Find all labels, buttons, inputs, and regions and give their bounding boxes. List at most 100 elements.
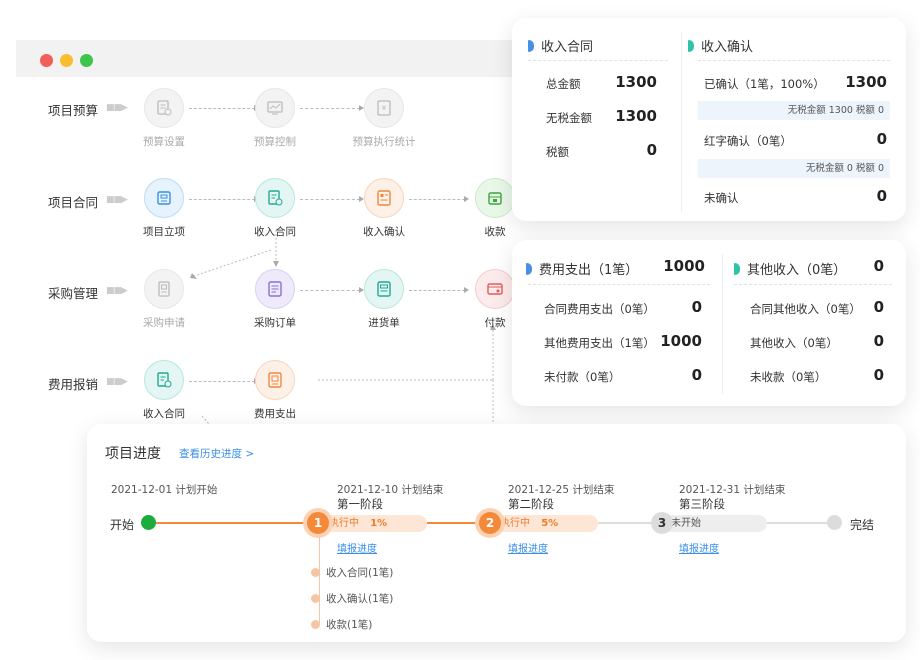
- start-date-label: 2021-12-01 计划开始: [111, 484, 218, 496]
- confirmed-detail: 无税金额 1300 税额 0: [698, 101, 890, 120]
- flow-node-label: 费用支出: [254, 408, 296, 420]
- stage-1-name: 第一阶段: [337, 497, 383, 511]
- flow-node-income-confirm[interactable]: 收入确认: [334, 178, 434, 239]
- start-dot-icon: [141, 515, 156, 530]
- unconfirmed-label: 未确认: [704, 191, 739, 205]
- divider: [698, 60, 890, 61]
- purchase-order-icon: [255, 269, 295, 309]
- income-contract-icon: [255, 178, 295, 218]
- flow-row-label-contract: 项目合同: [48, 195, 99, 210]
- flow-connector: [189, 381, 255, 382]
- arrow-icon: [359, 287, 364, 293]
- flow-node-expense[interactable]: 费用支出: [225, 360, 325, 421]
- payment-icon: [475, 269, 515, 309]
- window-maximize-button[interactable]: [80, 54, 93, 67]
- expense-total-value: 1000: [663, 257, 705, 275]
- flow-connector: [189, 199, 255, 200]
- sub-item-income-contract: 收入合同(1笔): [311, 565, 393, 580]
- arrow-icon: [464, 287, 469, 293]
- flow-node-budget-control[interactable]: 预算控制: [225, 88, 325, 149]
- section-tag-icon: [528, 40, 534, 52]
- stage-2-status: 执行中 5%: [490, 515, 598, 532]
- other-income-label: 其他收入（0笔）: [750, 336, 838, 350]
- flow-node-budget-settings[interactable]: 预算设置: [114, 88, 214, 149]
- row-indicator-icon: ■■▶: [106, 286, 128, 296]
- stage-1-status-text: 执行中: [329, 518, 359, 529]
- stage-3-date: 2021-12-31 计划结束: [679, 484, 786, 496]
- stage-2-fill-progress-link[interactable]: 填报进度: [508, 544, 548, 555]
- sub-item-text: 收款(1笔): [326, 619, 373, 631]
- contract-other-income-label: 合同其他收入（0笔）: [750, 302, 861, 316]
- divider: [528, 60, 668, 61]
- income-card: 收入合同 总金额 1300 无税金额 1300 税额 0 收入确认 已确认（1笔…: [512, 18, 906, 221]
- contract-expense-value: 0: [691, 298, 702, 316]
- stage-3-fill-progress-link[interactable]: 填报进度: [679, 544, 719, 555]
- stage-2-number: 2: [479, 512, 501, 534]
- flow-connector: [300, 290, 360, 291]
- flow-node-income-contract-2[interactable]: 收入合同: [114, 360, 214, 421]
- svg-text:¥: ¥: [382, 104, 387, 112]
- arrow-icon: [359, 196, 364, 202]
- stage-2-status-text: 执行中: [500, 518, 530, 529]
- section-title-text: 费用支出（1笔）: [539, 263, 639, 278]
- flow-node-label: 收款: [484, 226, 506, 238]
- contract-other-income-value: 0: [873, 298, 884, 316]
- stage-1-fill-progress-link[interactable]: 填报进度: [337, 544, 377, 555]
- flow-node-label: 收入确认: [363, 226, 405, 238]
- section-tag-icon: [688, 40, 694, 52]
- flow-node-receipt[interactable]: 收款: [445, 178, 545, 239]
- section-title-text: 其他收入（0笔）: [747, 263, 847, 278]
- tax-amount-value: 0: [646, 141, 657, 159]
- stock-in-icon: [364, 269, 404, 309]
- red-confirm-value: 0: [876, 130, 887, 148]
- stage-3-name: 第三阶段: [679, 497, 725, 511]
- sub-item-receipt: 收款(1笔): [311, 617, 372, 632]
- expense-card: 费用支出（1笔） 1000 合同费用支出（0笔） 0 其他费用支出（1笔） 10…: [512, 240, 906, 406]
- history-progress-link[interactable]: 查看历史进度 >: [179, 448, 255, 460]
- row-indicator-icon: ■■▶: [106, 377, 128, 387]
- confirmed-value: 1300: [845, 73, 887, 91]
- flow-node-label: 付款: [484, 317, 506, 329]
- flow-connector: [300, 108, 360, 109]
- flow-node-label: 预算设置: [143, 136, 185, 148]
- end-dot-icon: [827, 515, 842, 530]
- flow-node-stock-in[interactable]: 进货单: [334, 269, 434, 330]
- total-amount-label: 总金额: [546, 77, 581, 91]
- section-tag-icon: [734, 263, 740, 275]
- stage-3-status-text: 未开始: [671, 518, 701, 529]
- flow-node-label: 收入合同: [254, 226, 296, 238]
- expense-icon: [255, 360, 295, 400]
- window-minimize-button[interactable]: [60, 54, 73, 67]
- total-amount-value: 1300: [615, 73, 657, 91]
- flow-node-purchase-order[interactable]: 采购订单: [225, 269, 325, 330]
- flow-node-purchase-request[interactable]: 采购申请: [114, 269, 214, 330]
- stage-1-date: 2021-12-10 计划结束: [337, 484, 444, 496]
- expense-title: 费用支出（1笔）: [526, 259, 638, 278]
- flow-node-project-setup[interactable]: 项目立项: [114, 178, 214, 239]
- other-expense-label: 其他费用支出（1笔）: [544, 336, 655, 350]
- sub-items-line: [319, 537, 320, 623]
- flow-node-label: 项目立项: [143, 226, 185, 238]
- flow-node-label: 收入合同: [143, 408, 185, 420]
- income-contract-title: 收入合同: [528, 36, 593, 55]
- unreceived-value: 0: [873, 366, 884, 384]
- flow-connector: [409, 290, 465, 291]
- divider: [734, 284, 892, 285]
- project-setup-icon: [144, 178, 184, 218]
- flow-node-income-contract[interactable]: 收入合同: [225, 178, 325, 239]
- flow-row-label-budget: 项目预算: [48, 103, 99, 118]
- income-contract-icon: [144, 360, 184, 400]
- section-title-text: 收入合同: [541, 40, 594, 55]
- budget-stats-icon: ¥: [364, 88, 404, 128]
- card-divider: [722, 254, 723, 394]
- receipt-icon: [475, 178, 515, 218]
- stage-1-percent: 1%: [370, 518, 388, 529]
- flow-node-label: 预算执行统计: [352, 136, 416, 148]
- flow-node-budget-stats[interactable]: ¥ 预算执行统计: [334, 88, 434, 149]
- tax-amount-label: 税额: [546, 145, 569, 159]
- section-tag-icon: [526, 263, 532, 275]
- start-label: 开始: [110, 518, 135, 532]
- window-close-button[interactable]: [40, 54, 53, 67]
- stage-2-name: 第二阶段: [508, 497, 554, 511]
- stage-1-number: 1: [307, 512, 329, 534]
